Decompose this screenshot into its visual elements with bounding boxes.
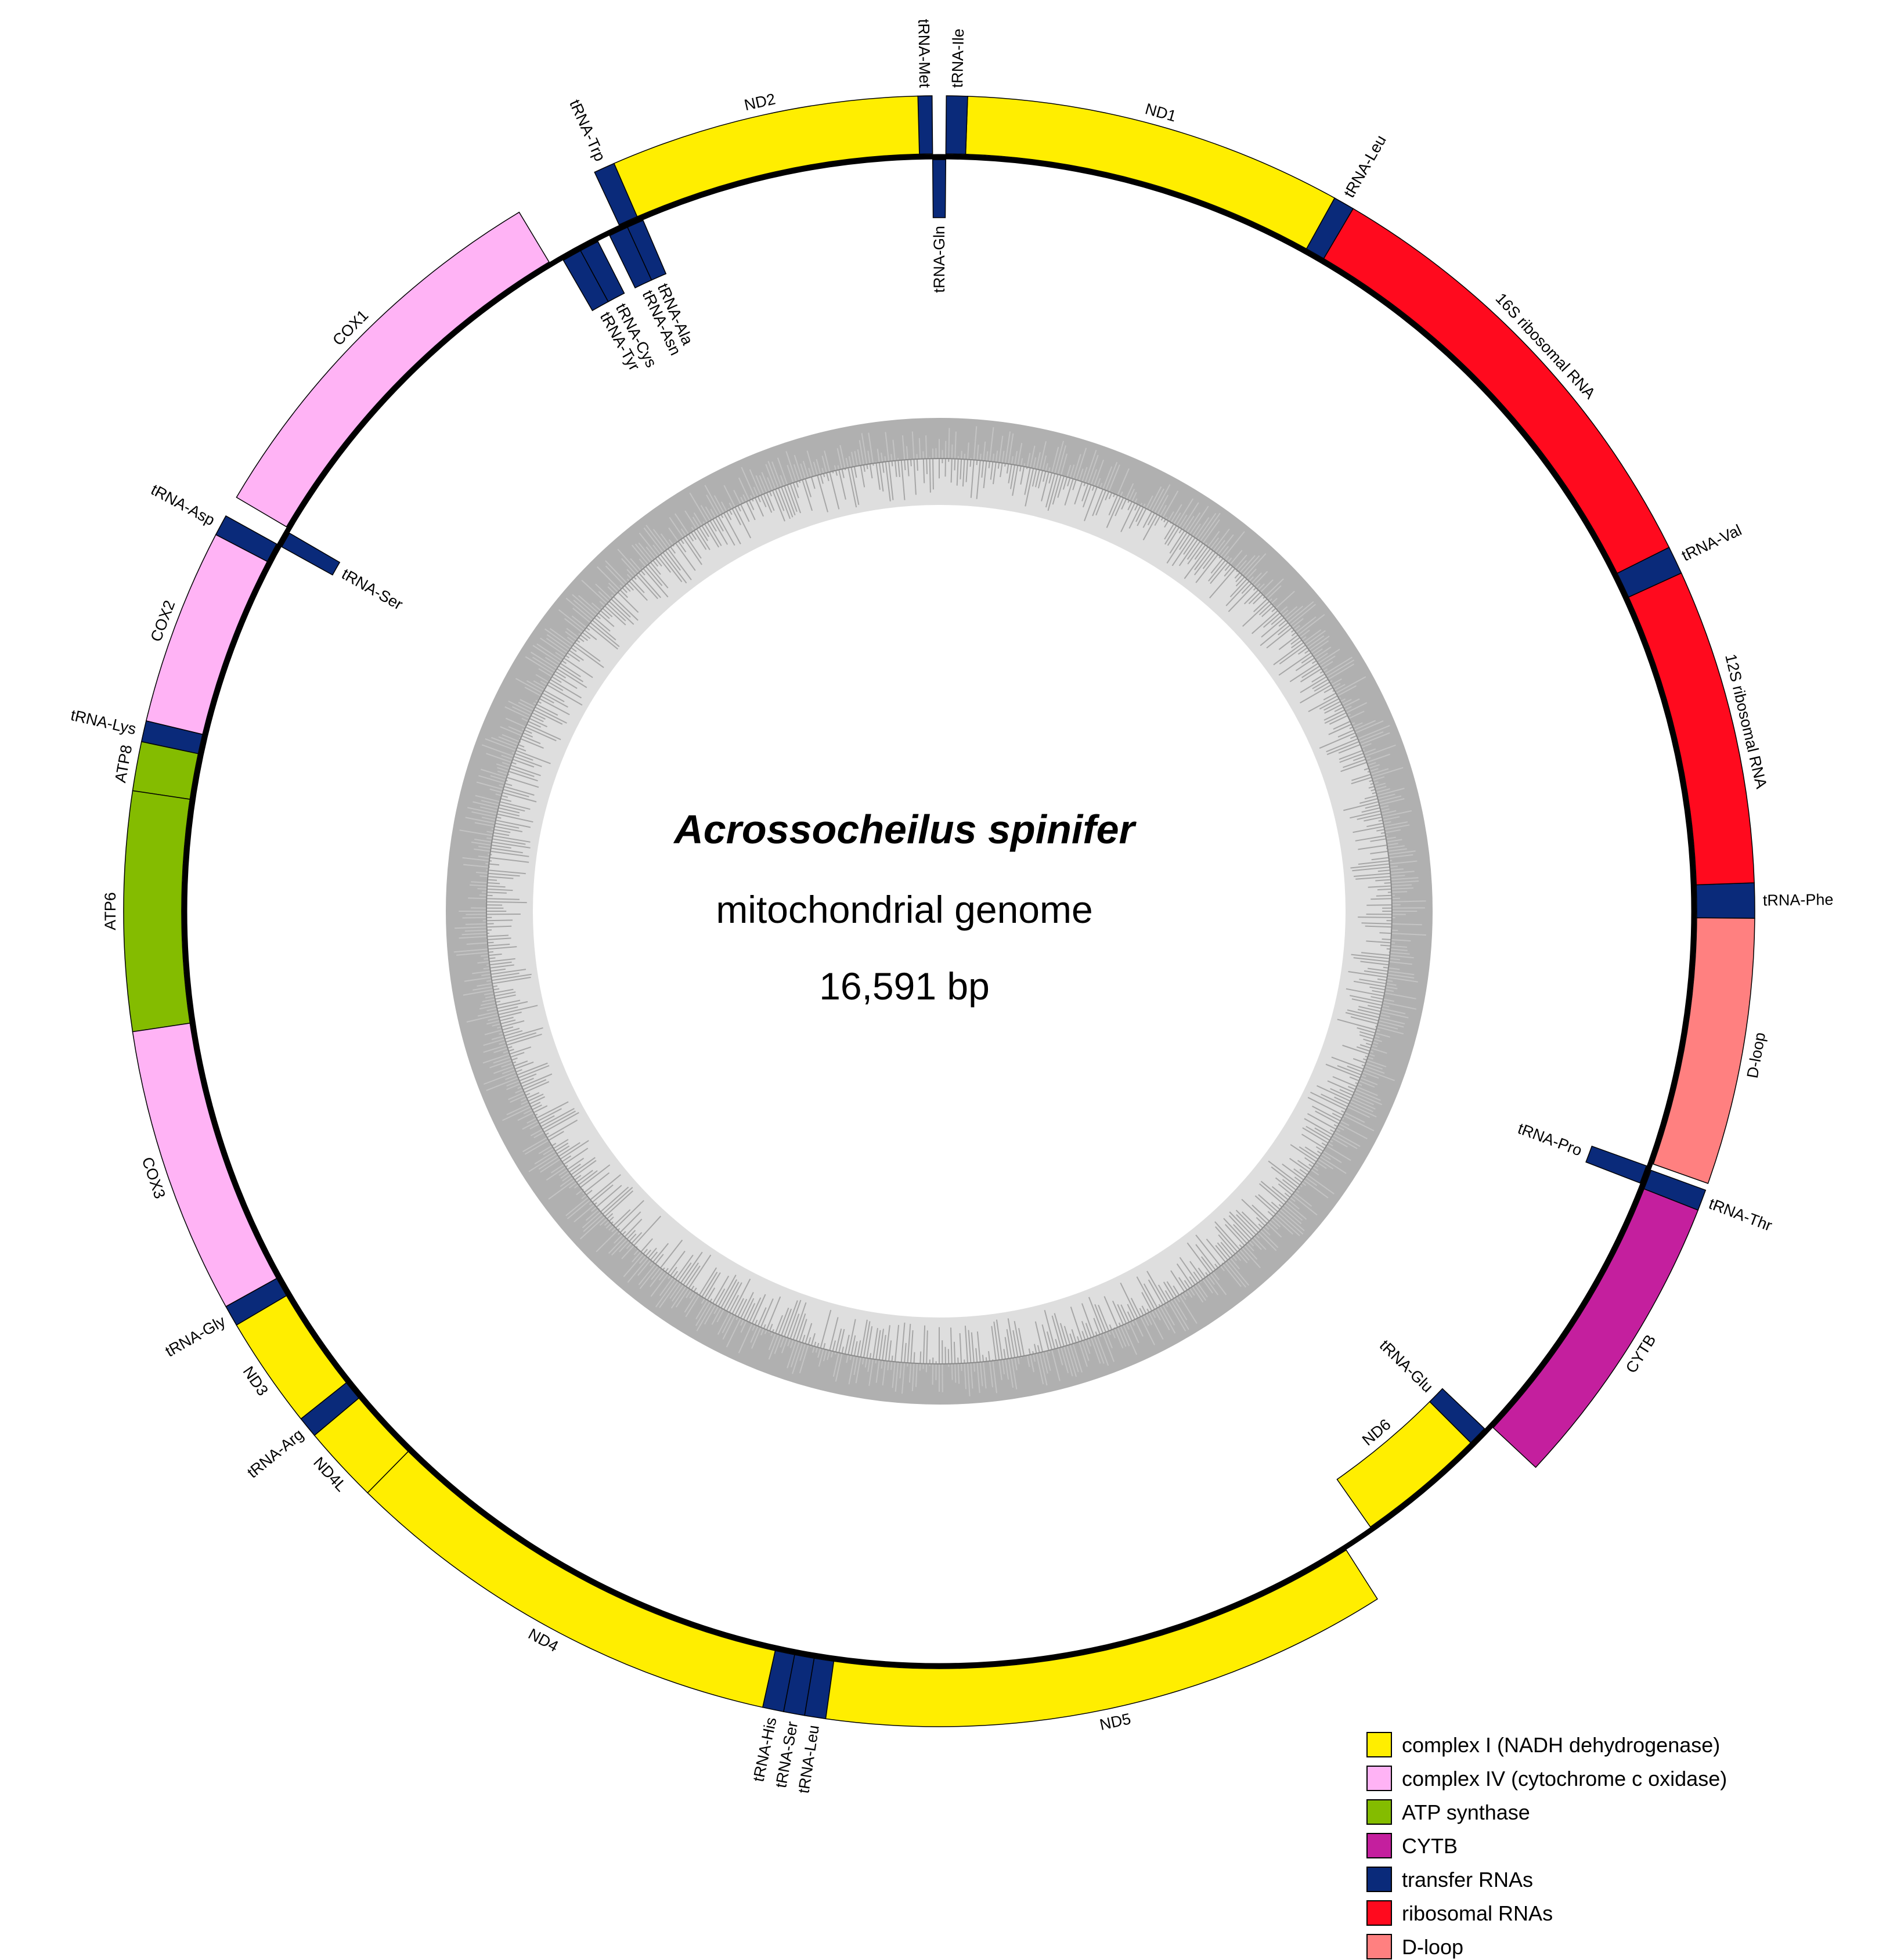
gene-label-trna-thr: tRNA-Thr bbox=[1707, 1195, 1775, 1235]
legend-swatch-cytb bbox=[1366, 1833, 1392, 1858]
legend-label-cytb: CYTB bbox=[1402, 1834, 1458, 1858]
gene-segment-atp6 bbox=[123, 790, 191, 1033]
gene-segment-trna-trp bbox=[594, 163, 638, 226]
gene-segment-trna-leu-2 bbox=[804, 1658, 835, 1720]
legend-swatch-complex-iv-cytochrome-c-oxidase bbox=[1366, 1766, 1392, 1791]
legend-swatch-transfer-rnas bbox=[1366, 1867, 1392, 1892]
gc-inner-ticks bbox=[486, 459, 1393, 1365]
legend-label-d-loop: D-loop bbox=[1402, 1935, 1463, 1959]
gene-label-d-loop: D-loop bbox=[1744, 1031, 1769, 1080]
gene-segment-trna-tyr bbox=[562, 250, 609, 312]
gene-segment-trna-pro bbox=[1585, 1145, 1647, 1184]
gene-label-trna-val: tRNA-Val bbox=[1679, 521, 1744, 565]
gene-segment-trna-ser-2 bbox=[783, 1654, 815, 1716]
gene-segment-trna-glu bbox=[1429, 1388, 1485, 1443]
gene-label-trna-pro: tRNA-Pro bbox=[1516, 1120, 1585, 1160]
gc-content-ring bbox=[446, 418, 1433, 1405]
gene-segment-trna-gly bbox=[225, 1277, 287, 1326]
gene-segment-d-loop bbox=[1653, 917, 1755, 1184]
gene-segment-trna-thr bbox=[1643, 1169, 1707, 1211]
gc-midline bbox=[486, 458, 1393, 1365]
gene-segment-trna-ala bbox=[626, 219, 667, 281]
gene-segment-nd6 bbox=[1336, 1400, 1472, 1528]
gene-segment-trna-ser bbox=[281, 532, 341, 576]
legend-label-complex-iv-cytochrome-c-oxidase: complex IV (cytochrome c oxidase) bbox=[1402, 1767, 1727, 1791]
legend-label-transfer-rnas: transfer RNAs bbox=[1402, 1868, 1533, 1892]
gene-label-trna-gly: tRNA-Gly bbox=[163, 1312, 229, 1360]
gene-label-trna-phe: tRNA-Phe bbox=[1763, 891, 1834, 909]
gene-label-trna-ser: tRNA-Ser bbox=[339, 565, 406, 613]
gene-segment-nd4 bbox=[367, 1450, 776, 1708]
gene-segment-cytb bbox=[1492, 1188, 1699, 1468]
gene-segment-atp8 bbox=[132, 741, 199, 800]
gene-segment-nd2 bbox=[613, 95, 920, 218]
legend-swatch-atp-synthase bbox=[1366, 1799, 1392, 1825]
gene-segment-cox2 bbox=[145, 534, 268, 735]
gene-segment-12s-ribosomal-rna bbox=[1628, 572, 1755, 886]
genome-subtitle: mitochondrial genome bbox=[716, 888, 1092, 931]
gene-segments bbox=[123, 95, 1755, 1727]
gene-label-nd2: ND2 bbox=[742, 90, 777, 114]
gene-segment-cox3 bbox=[132, 1023, 277, 1308]
gene-segment-trna-met bbox=[917, 95, 933, 155]
gene-segment-trna-val bbox=[1616, 547, 1682, 598]
gene-label-trna-arg: tRNA-Arg bbox=[244, 1425, 306, 1481]
gene-segment-cox1 bbox=[236, 211, 550, 528]
gene-segment-trna-leu bbox=[1305, 197, 1354, 259]
gene-label-atp8: ATP8 bbox=[111, 743, 135, 784]
legend-swatch-d-loop bbox=[1366, 1934, 1392, 1959]
legend: complex I (NADH dehydrogenase) complex IV… bbox=[1366, 1732, 1727, 1959]
gene-label-trna-trp: tRNA-Trp bbox=[566, 97, 609, 164]
gene-segment-trna-lys bbox=[140, 720, 203, 755]
gene-label-trna-ile: tRNA-Ile bbox=[948, 28, 967, 88]
genome-backbone bbox=[182, 154, 1697, 1669]
gene-segment-nd5 bbox=[825, 1549, 1378, 1727]
gene-label-trna-glu: tRNA-Glu bbox=[1376, 1337, 1437, 1396]
gene-segment-nd1 bbox=[965, 96, 1336, 250]
gene-segment-trna-cys bbox=[580, 241, 625, 302]
gene-segment-16s-ribosomal-rna bbox=[1323, 208, 1670, 574]
gene-label-trna-asp: tRNA-Asp bbox=[148, 481, 218, 529]
gene-label-nd1: ND1 bbox=[1144, 100, 1178, 125]
gene-segment-trna-ile bbox=[945, 95, 968, 155]
legend-swatch-complex-i-nadh-dehydrogenase bbox=[1366, 1732, 1392, 1757]
gene-label-trna-met: tRNA-Met bbox=[915, 19, 933, 88]
gene-segment-trna-phe bbox=[1696, 882, 1755, 919]
gene-label-trna-lys: tRNA-Lys bbox=[69, 706, 138, 738]
gene-segment-trna-his bbox=[762, 1650, 795, 1713]
gene-segment-trna-asp bbox=[215, 515, 277, 562]
gene-segment-nd3 bbox=[236, 1295, 347, 1420]
species-title: Acrossocheilus spinifer bbox=[673, 807, 1137, 852]
genome-length: 16,591 bp bbox=[819, 965, 990, 1008]
legend-label-atp-synthase: ATP synthase bbox=[1402, 1800, 1530, 1824]
gene-label-trna-gln: tRNA-Gln bbox=[931, 226, 948, 293]
gene-segment-trna-asn bbox=[609, 226, 652, 288]
gene-label-trna-leu: tRNA-Leu bbox=[1340, 132, 1390, 201]
gene-label-atp6: ATP6 bbox=[102, 892, 119, 930]
gene-segment-nd4l bbox=[313, 1397, 409, 1494]
legend-label-complex-i-nadh-dehydrogenase: complex I (NADH dehydrogenase) bbox=[1402, 1733, 1720, 1757]
legend-label-ribosomal-rnas: ribosomal RNAs bbox=[1402, 1901, 1553, 1925]
gc-outer-ticks bbox=[453, 426, 1426, 1396]
gene-label-nd5: ND5 bbox=[1098, 1710, 1133, 1734]
gene-segment-trna-gln bbox=[932, 159, 947, 218]
legend-swatch-ribosomal-rnas bbox=[1366, 1900, 1392, 1926]
gene-segment-trna-arg bbox=[300, 1382, 360, 1436]
